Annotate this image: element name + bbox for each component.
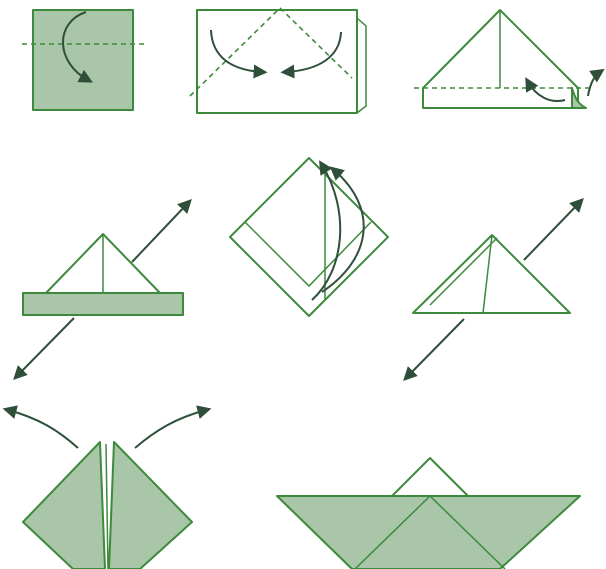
step-1-fold-arrow: [62, 11, 93, 83]
step-3-flap: [571, 87, 587, 109]
step-8-sail: [391, 457, 469, 497]
step-2-left-fold-arrow: [210, 29, 268, 79]
step-2-left-diagonal-fold: [189, 7, 281, 97]
step-3-fold-arrow: [525, 77, 566, 102]
step-4-down-arrow: [13, 317, 75, 380]
step-7-paper-left: [22, 441, 106, 569]
step-6-inner-crease: [482, 234, 493, 314]
step-2-paper: [196, 9, 358, 114]
step-7: [2, 405, 212, 569]
step-8-hull-center-v: [354, 494, 506, 569]
step-4-paper-strip: [22, 292, 184, 316]
step-6-back-flap: [429, 237, 498, 306]
step-2-right-diagonal-fold: [279, 7, 353, 79]
step-5-open-arrow-2: [321, 166, 365, 293]
step-6: [403, 197, 584, 381]
step-8: [276, 457, 581, 569]
step-7-left-arrow: [2, 405, 79, 449]
step-3-back-arrow: [587, 68, 605, 97]
step-2-right-fold-arrow: [280, 31, 342, 79]
step-5-open-arrow-1: [311, 160, 342, 301]
step-5-left-band: [244, 221, 372, 288]
step-1: [22, 9, 146, 111]
step-5: [229, 157, 389, 317]
step-6-down-arrow: [403, 318, 465, 381]
step-5-paper: [229, 157, 389, 317]
step-3: [414, 9, 605, 109]
step-6-paper: [412, 234, 571, 314]
step-4: [13, 198, 192, 380]
step-7-right-arrow: [134, 405, 212, 449]
step-4-up-arrow: [131, 198, 192, 263]
step-7-center-gap: [105, 443, 109, 569]
step-8-hull: [276, 495, 581, 569]
step-1-paper: [32, 9, 134, 111]
step-7-paper-right: [108, 441, 193, 569]
step-6-up-arrow: [523, 197, 584, 261]
step-8-hull-left-panel: [276, 495, 353, 569]
step-2-back-layer: [356, 17, 367, 114]
step-2: [189, 7, 367, 114]
